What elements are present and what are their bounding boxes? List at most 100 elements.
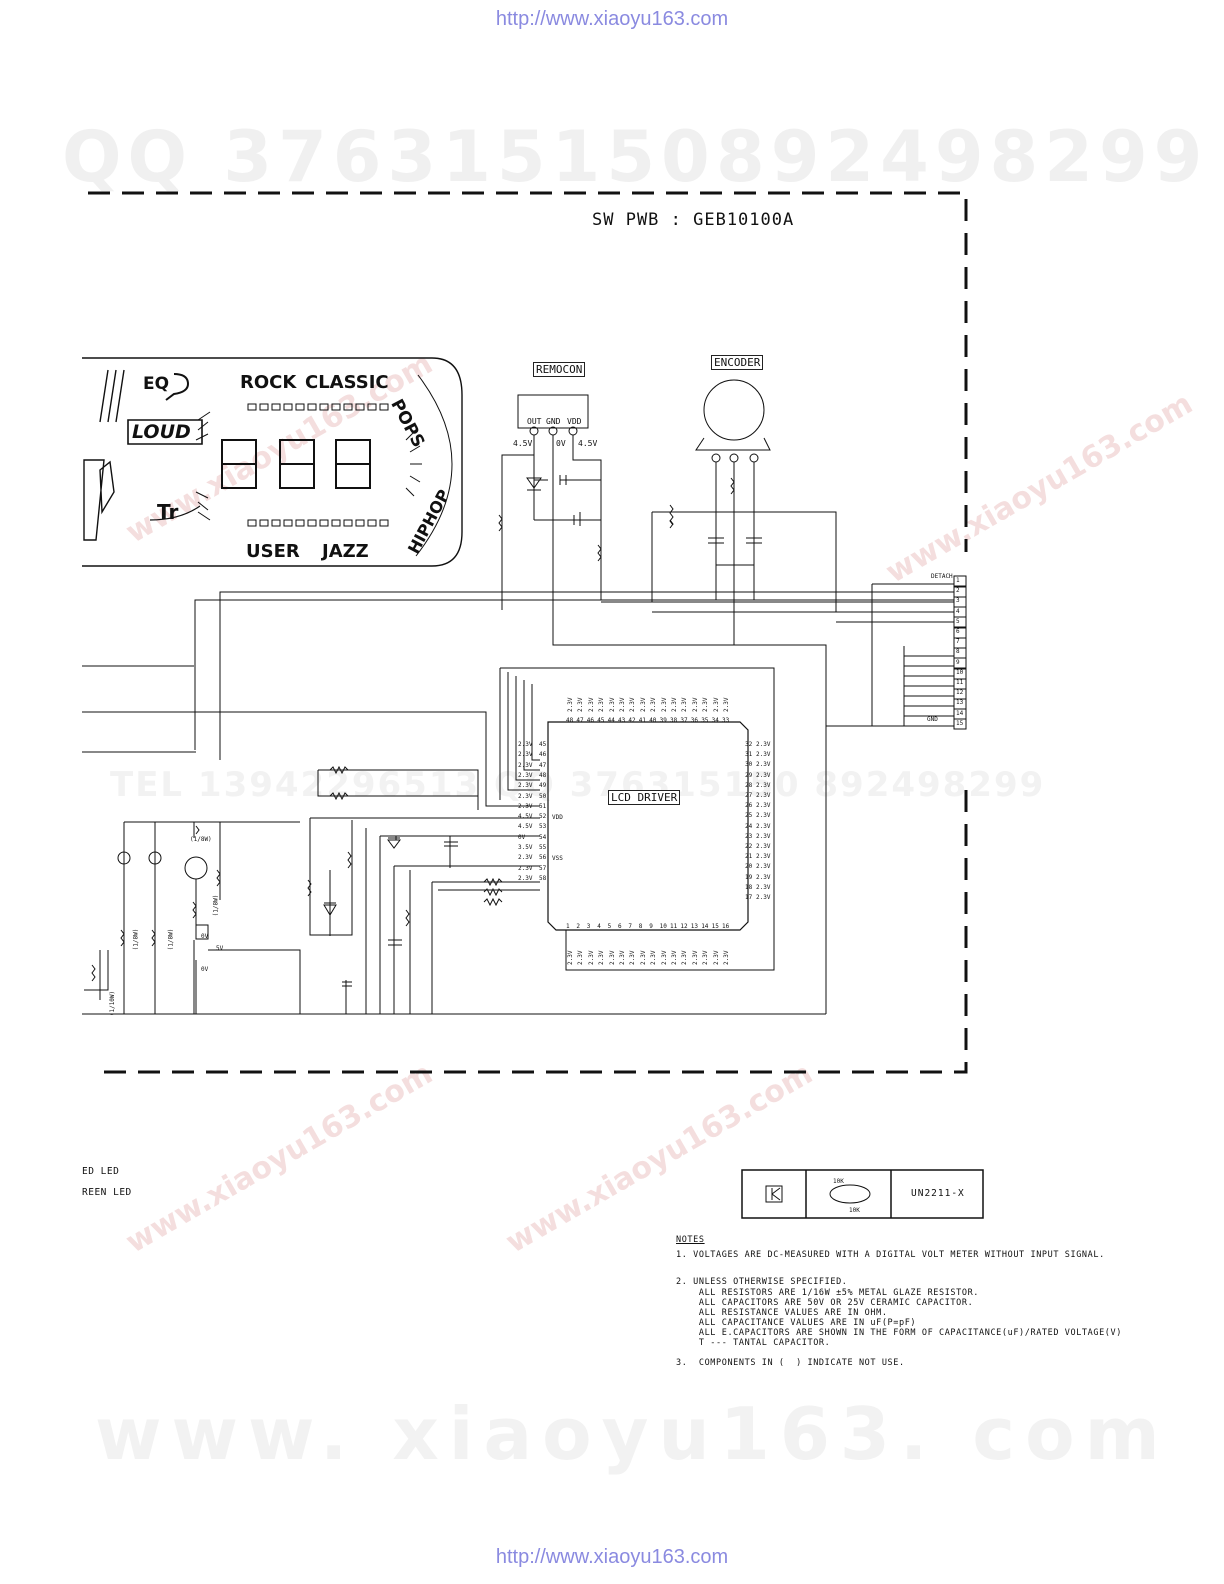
footer-url-link[interactable]: http://www.xiaoyu163.com bbox=[495, 1546, 729, 1568]
connector-pin-number: 6 bbox=[956, 628, 960, 635]
lcd-driver-pin-voltage: 2.3V bbox=[681, 697, 689, 712]
lcd-driver-vdd-label: VDD bbox=[552, 814, 563, 821]
lcd-driver-pin-number: 43 bbox=[618, 717, 626, 724]
lcd-driver-pin-number: 50 bbox=[539, 792, 547, 800]
connector-pin-number: 2 bbox=[956, 587, 960, 595]
connector-pin-number: 12 bbox=[956, 689, 964, 697]
lcd-driver-pin-number: 13 bbox=[690, 923, 699, 930]
lcd-driver-pin-voltage: 2.3V bbox=[587, 950, 595, 965]
lcd-driver-pin-number: 5 bbox=[607, 923, 612, 930]
lcd-driver-pin-voltage: 2.3V bbox=[756, 761, 771, 769]
lcd-driver-pin-voltage: 2.3V bbox=[756, 751, 771, 759]
lcd-driver-pin-voltage: 2.3V bbox=[756, 792, 771, 799]
lcd-driver-pin-number: 4 bbox=[597, 923, 601, 930]
node-voltage: 0V bbox=[201, 933, 209, 940]
notes-line: ALL RESISTORS ARE 1/16W ±5% METAL GLAZE … bbox=[676, 1288, 980, 1298]
lcd-driver-pin-number: 19 bbox=[745, 873, 753, 881]
lcd-driver-pin-voltage: 2.3V bbox=[723, 697, 730, 712]
lcd-driver-pin-voltage: 2.3V bbox=[671, 950, 678, 965]
lcd-driver-pin-voltage: 2.3V bbox=[756, 873, 771, 881]
lcd-driver-pin-voltage: 2.3V bbox=[608, 697, 616, 712]
lcd-driver-pin-number: 12 bbox=[680, 923, 688, 930]
notes-line: 3. COMPONENTS IN ( ) INDICATE NOT USE. bbox=[676, 1358, 905, 1368]
lcd-driver-pin-voltage: 2.3V bbox=[691, 950, 699, 965]
lcd-driver-pin-voltage: 2.3V bbox=[756, 822, 771, 830]
lcd-driver-pin-number: 45 bbox=[539, 741, 547, 748]
transistor-label: (1/8W) bbox=[132, 928, 140, 951]
lcd-driver-pin-voltage: 2.3V bbox=[650, 950, 658, 965]
node-voltage: 0V bbox=[201, 966, 209, 973]
lcd-driver-pin-voltage: 2.3V bbox=[518, 864, 533, 872]
lcd-driver-pin-voltage: 2.3V bbox=[756, 812, 771, 820]
lcd-driver-pin-voltage: 2.3V bbox=[756, 771, 771, 779]
lcd-driver-pin-voltage: 2.3V bbox=[629, 950, 637, 965]
lcd-driver-pin-voltage: 2.3V bbox=[691, 697, 699, 712]
lcd-driver-pin-voltage: 2.3V bbox=[518, 874, 533, 882]
lcd-driver-pin-voltage: 2.3V bbox=[756, 781, 771, 789]
notes-line: ALL E.CAPACITORS ARE SHOWN IN THE FORM O… bbox=[676, 1328, 1122, 1338]
lcd-driver-pin-number: 34 bbox=[711, 717, 719, 724]
lcd-driver-pin-number: 14 bbox=[701, 923, 709, 930]
part-table-name: UN2211-X bbox=[911, 1188, 965, 1199]
lcd-driver-label: LCD DRIVER bbox=[608, 790, 681, 805]
lcd-driver-pin-voltage: 2.3V bbox=[756, 741, 771, 748]
lcd-driver-pin-voltage: 2.3V bbox=[650, 697, 658, 712]
lcd-driver-pin-number: 9 bbox=[649, 923, 653, 930]
connector-pin-number: 15 bbox=[956, 719, 964, 727]
node-voltage: 5V bbox=[216, 945, 224, 952]
lcd-driver-pin-number: 27 bbox=[745, 792, 753, 799]
lcd-rock-label: ROCK bbox=[240, 372, 297, 393]
lcd-driver-pin-voltage: 2.3V bbox=[712, 950, 720, 965]
lcd-driver-pin-voltage: 2.3V bbox=[577, 697, 585, 712]
lcd-driver-pin-voltage: 2.3V bbox=[639, 950, 647, 965]
lcd-driver-pin-number: 42 bbox=[628, 717, 636, 724]
header-url-link[interactable]: http://www.xiaoyu163.com bbox=[495, 8, 729, 30]
connector-pin-number: 7 bbox=[956, 638, 960, 646]
part-table-resistor: 10K bbox=[833, 1178, 844, 1185]
lcd-driver-pin-number: 26 bbox=[745, 802, 753, 810]
lcd-driver-pin-voltage: 2.3V bbox=[681, 950, 689, 965]
lcd-driver-pin-number: 48 bbox=[539, 771, 547, 779]
lcd-driver-pin-number: 46 bbox=[539, 751, 547, 759]
notes-line: ALL CAPACITORS ARE 50V OR 25V CERAMIC CA… bbox=[676, 1298, 974, 1308]
lcd-tr-label: Tr bbox=[157, 500, 179, 524]
lcd-driver-pin-voltage: 2.3V bbox=[518, 771, 533, 779]
lcd-driver-pin-number: 16 bbox=[722, 923, 730, 930]
lcd-driver-pin-number: 31 bbox=[745, 751, 753, 759]
connector-pin-number: 1 bbox=[956, 577, 960, 584]
remocon-voltage: 0V bbox=[556, 439, 566, 448]
lcd-driver-pin-number: 32 bbox=[745, 741, 753, 748]
lcd-driver-pin-number: 3 bbox=[586, 923, 591, 930]
lcd-user-label: USER bbox=[246, 541, 300, 562]
lcd-driver-pin-voltage: 2.3V bbox=[702, 950, 710, 965]
legend-red-led: ED LED bbox=[82, 1166, 120, 1177]
lcd-driver-pin-number: 45 bbox=[597, 717, 605, 724]
board-boundary bbox=[88, 191, 968, 552]
lcd-driver-pin-voltage: 4.5V bbox=[518, 823, 533, 831]
lcd-outline bbox=[82, 357, 463, 567]
lcd-driver-pin-voltage: 2.3V bbox=[756, 832, 771, 840]
lcd-driver-pin-number: 46 bbox=[586, 717, 595, 724]
transistor-label: (1/8W) bbox=[167, 928, 175, 951]
lcd-driver-pin-voltage: 2.3V bbox=[518, 792, 533, 800]
lcd-driver-pin-number: 1 bbox=[566, 923, 570, 930]
part-table bbox=[741, 1169, 984, 1219]
lcd-driver-pin-voltage: 2.3V bbox=[756, 883, 771, 891]
notes-line: ALL CAPACITANCE VALUES ARE IN uF(P=pF) bbox=[676, 1318, 917, 1328]
lcd-driver-pin-number: 44 bbox=[607, 717, 615, 724]
lcd-driver-pin-number: 57 bbox=[539, 864, 547, 872]
lcd-driver-pin-voltage: 2.3V bbox=[598, 697, 606, 712]
lcd-driver-pin-number: 25 bbox=[745, 812, 753, 820]
lcd-driver-pin-number: 47 bbox=[539, 761, 547, 769]
connector-pin-number: 10 bbox=[956, 668, 964, 676]
lcd-driver-pin-number: 55 bbox=[539, 844, 547, 851]
eq-icon bbox=[165, 373, 190, 401]
lcd-driver-pin-voltage: 2.3V bbox=[518, 741, 533, 748]
lcd-driver-pin-voltage: 2.3V bbox=[756, 853, 771, 861]
lcd-driver-pin-voltage: 2.3V bbox=[756, 863, 771, 871]
lcd-eq-label: EQ bbox=[143, 374, 170, 394]
lcd-driver-pin-voltage: 2.3V bbox=[660, 697, 668, 712]
lcd-driver-pin-number: 52 bbox=[539, 813, 547, 821]
part-table-resistor: 10K bbox=[849, 1207, 860, 1214]
